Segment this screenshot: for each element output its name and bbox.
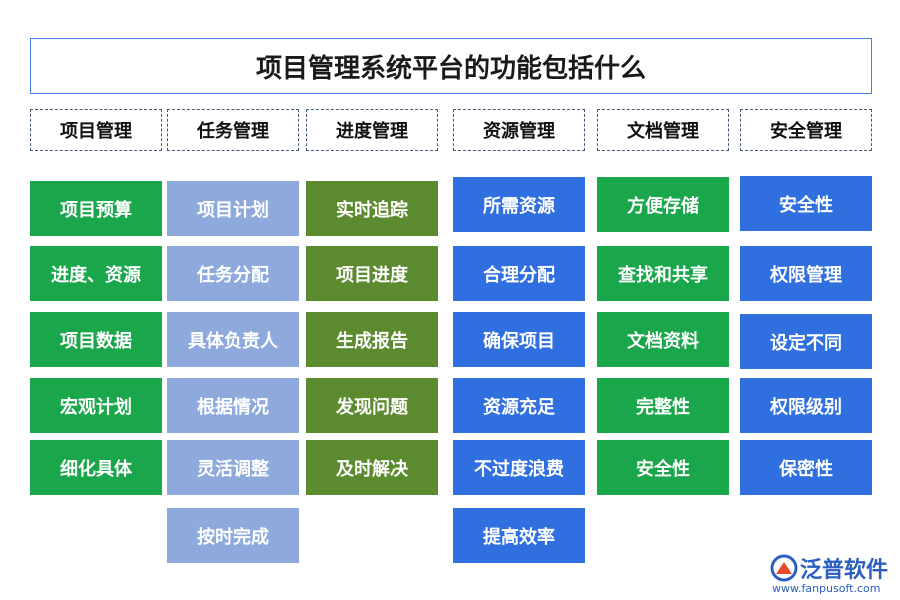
function-cell: 查找和共享	[597, 246, 729, 301]
page-title: 项目管理系统平台的功能包括什么	[30, 38, 872, 94]
function-cell: 资源充足	[453, 378, 585, 433]
function-cell: 及时解决	[306, 440, 438, 495]
function-cell: 具体负责人	[167, 312, 299, 367]
function-cell: 细化具体	[30, 440, 162, 495]
function-cell: 项目计划	[167, 181, 299, 236]
function-cell: 按时完成	[167, 508, 299, 563]
function-cell: 权限级别	[740, 378, 872, 433]
function-cell: 方便存储	[597, 177, 729, 232]
function-cell: 确保项目	[453, 312, 585, 367]
function-cell: 安全性	[740, 176, 872, 231]
function-cell: 宏观计划	[30, 378, 162, 433]
function-cell: 文档资料	[597, 312, 729, 367]
function-cell: 完整性	[597, 378, 729, 433]
function-cell: 项目进度	[306, 246, 438, 301]
column-header-3: 资源管理	[453, 109, 585, 151]
function-cell: 权限管理	[740, 246, 872, 301]
function-cell: 灵活调整	[167, 440, 299, 495]
function-cell: 任务分配	[167, 246, 299, 301]
column-header-5: 安全管理	[740, 109, 872, 151]
function-cell: 实时追踪	[306, 181, 438, 236]
function-cell: 所需资源	[453, 177, 585, 232]
function-cell: 合理分配	[453, 246, 585, 301]
brand-name: 泛普软件	[800, 558, 889, 583]
column-header-2: 进度管理	[306, 109, 438, 151]
function-cell: 发现问题	[306, 378, 438, 433]
function-cell: 项目预算	[30, 181, 162, 236]
function-cell: 保密性	[740, 440, 872, 495]
brand-url: www.fanpusoft.com	[772, 582, 881, 595]
function-cell: 根据情况	[167, 378, 299, 433]
function-cell: 不过度浪费	[453, 440, 585, 495]
function-cell: 提高效率	[453, 508, 585, 563]
function-cell: 生成报告	[306, 312, 438, 367]
function-cell: 安全性	[597, 440, 729, 495]
column-header-4: 文档管理	[597, 109, 729, 151]
fanpu-logo-icon	[770, 554, 798, 582]
function-cell: 设定不同	[740, 314, 872, 369]
function-cell: 项目数据	[30, 312, 162, 367]
function-cell: 进度、资源	[30, 246, 162, 301]
brand-logo: 泛普软件 www.fanpusoft.com	[770, 552, 892, 596]
column-header-0: 项目管理	[30, 109, 162, 151]
column-header-1: 任务管理	[167, 109, 299, 151]
